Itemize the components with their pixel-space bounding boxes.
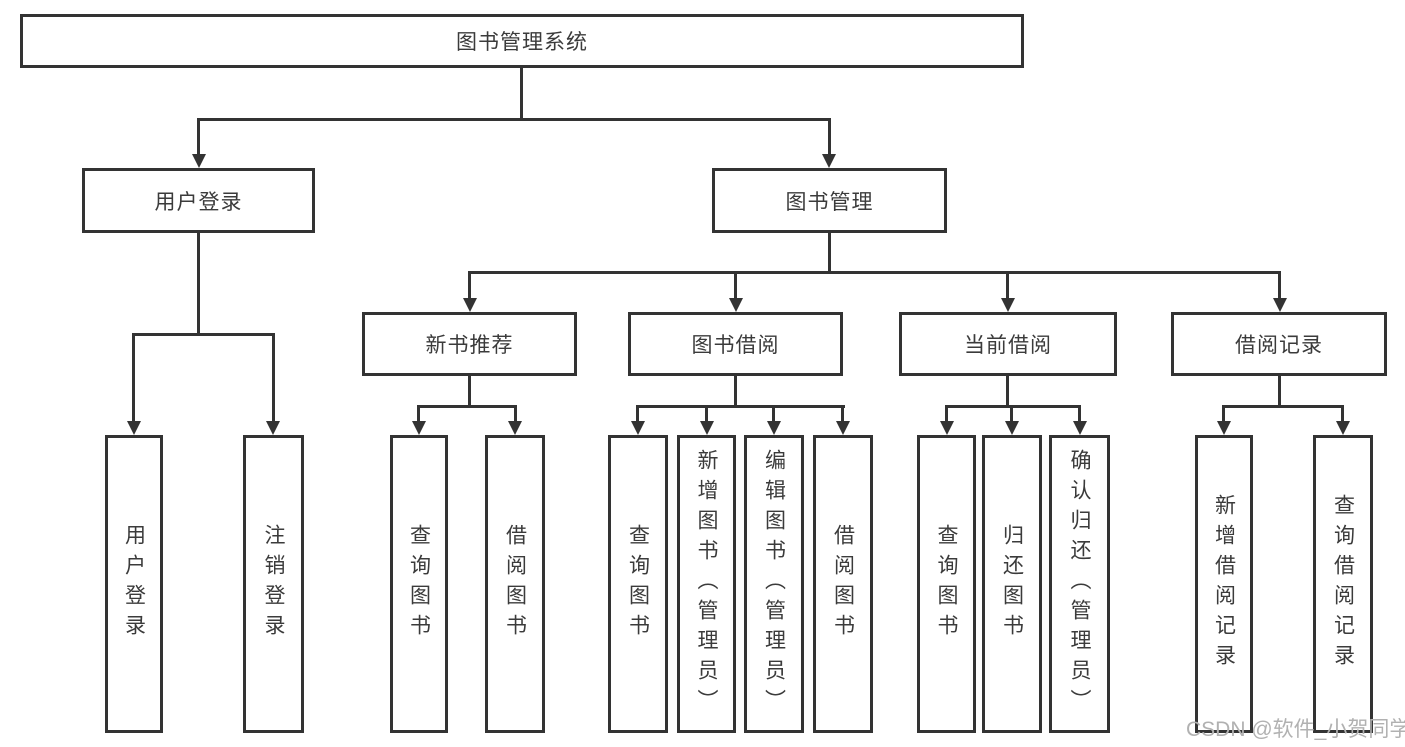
connector-line bbox=[1278, 271, 1281, 299]
leaf-query-books-borrowing-label: 查询图书 bbox=[626, 524, 650, 644]
connector-line bbox=[468, 271, 1281, 274]
leaf-borrow-books-borrowing: 借阅图书 bbox=[813, 435, 873, 733]
connector-line bbox=[841, 405, 844, 421]
leaf-borrow-books-recommend-label: 借阅图书 bbox=[503, 524, 527, 644]
arrow-down-icon bbox=[836, 421, 850, 435]
arrow-down-icon bbox=[631, 421, 645, 435]
connector-line bbox=[734, 271, 737, 299]
connector-line bbox=[1010, 405, 1013, 421]
connector-line bbox=[734, 376, 737, 407]
leaf-user-login-label: 用户登录 bbox=[122, 524, 146, 644]
connector-line bbox=[772, 405, 775, 421]
connector-line bbox=[520, 68, 523, 118]
arrow-down-icon bbox=[700, 421, 714, 435]
connector-line bbox=[1341, 405, 1344, 421]
leaf-edit-book-admin-label: 编辑图书（管理员） bbox=[762, 449, 786, 719]
arrow-down-icon bbox=[508, 421, 522, 435]
leaf-add-book-admin: 新增图书（管理员） bbox=[677, 435, 736, 733]
node-library-system-label: 图书管理系统 bbox=[456, 31, 588, 54]
node-book-borrowing: 图书借阅 bbox=[628, 312, 843, 376]
connector-line bbox=[468, 376, 471, 407]
arrow-down-icon bbox=[940, 421, 954, 435]
connector-line bbox=[1222, 405, 1344, 408]
connector-line bbox=[636, 405, 845, 408]
leaf-query-books-borrowing: 查询图书 bbox=[608, 435, 668, 733]
arrow-down-icon bbox=[463, 298, 477, 312]
connector-line bbox=[132, 333, 135, 421]
arrow-down-icon bbox=[1217, 421, 1231, 435]
leaf-borrow-books-borrowing-label: 借阅图书 bbox=[831, 524, 855, 644]
node-book-management-label: 图书管理 bbox=[785, 190, 874, 214]
node-borrow-records-label: 借阅记录 bbox=[1235, 334, 1323, 357]
leaf-add-book-admin-label: 新增图书（管理员） bbox=[695, 449, 718, 719]
leaf-return-book-label: 归还图书 bbox=[1000, 524, 1024, 644]
leaf-user-login: 用户登录 bbox=[105, 435, 163, 733]
arrow-down-icon bbox=[412, 421, 426, 435]
node-current-borrowing-label: 当前借阅 bbox=[964, 334, 1052, 357]
connector-line bbox=[197, 118, 200, 156]
connector-line bbox=[1278, 376, 1281, 407]
arrow-down-icon bbox=[266, 421, 280, 435]
leaf-logout-label: 注销登录 bbox=[262, 524, 285, 644]
leaf-add-borrow-record: 新增借阅记录 bbox=[1195, 435, 1253, 733]
leaf-query-books-recommend-label: 查询图书 bbox=[407, 524, 431, 644]
arrow-down-icon bbox=[192, 154, 206, 168]
connector-line bbox=[132, 333, 275, 336]
leaf-confirm-return-admin: 确认归还（管理员） bbox=[1049, 435, 1110, 733]
node-new-book-recommend: 新书推荐 bbox=[362, 312, 577, 376]
leaf-query-books-current: 查询图书 bbox=[917, 435, 976, 733]
connector-line bbox=[272, 333, 275, 421]
connector-line bbox=[705, 405, 708, 421]
leaf-edit-book-admin: 编辑图书（管理员） bbox=[744, 435, 804, 733]
connector-line bbox=[1006, 271, 1009, 299]
leaf-query-borrow-record: 查询借阅记录 bbox=[1313, 435, 1373, 733]
connector-line bbox=[1006, 376, 1009, 407]
connector-line bbox=[468, 271, 471, 299]
leaf-logout: 注销登录 bbox=[243, 435, 304, 733]
node-book-borrowing-label: 图书借阅 bbox=[691, 334, 780, 357]
arrow-down-icon bbox=[1001, 298, 1015, 312]
arrow-down-icon bbox=[1005, 421, 1019, 435]
connector-line bbox=[514, 405, 517, 421]
connector-line bbox=[828, 233, 831, 273]
node-library-system: 图书管理系统 bbox=[20, 14, 1024, 68]
arrow-down-icon bbox=[729, 298, 743, 312]
leaf-query-books-recommend: 查询图书 bbox=[390, 435, 448, 733]
node-borrow-records: 借阅记录 bbox=[1171, 312, 1387, 376]
leaf-query-borrow-record-label: 查询借阅记录 bbox=[1331, 494, 1355, 674]
leaf-borrow-books-recommend: 借阅图书 bbox=[485, 435, 545, 733]
connector-line bbox=[1222, 405, 1225, 421]
connector-line bbox=[828, 118, 831, 156]
connector-line bbox=[417, 405, 517, 408]
node-new-book-recommend-label: 新书推荐 bbox=[425, 334, 514, 357]
arrow-down-icon bbox=[127, 421, 141, 435]
leaf-confirm-return-admin-label: 确认归还（管理员） bbox=[1068, 449, 1091, 719]
leaf-add-borrow-record-label: 新增借阅记录 bbox=[1212, 494, 1236, 674]
arrow-down-icon bbox=[767, 421, 781, 435]
arrow-down-icon bbox=[822, 154, 836, 168]
connector-line bbox=[945, 405, 1081, 408]
leaf-query-books-current-label: 查询图书 bbox=[935, 524, 958, 644]
node-user-login: 用户登录 bbox=[82, 168, 315, 233]
leaf-return-book: 归还图书 bbox=[982, 435, 1042, 733]
connector-line bbox=[197, 118, 831, 121]
node-book-management: 图书管理 bbox=[712, 168, 947, 233]
connector-line bbox=[945, 405, 948, 421]
connector-line bbox=[417, 405, 420, 421]
arrow-down-icon bbox=[1336, 421, 1350, 435]
arrow-down-icon bbox=[1273, 298, 1287, 312]
node-user-login-label: 用户登录 bbox=[154, 190, 243, 214]
arrow-down-icon bbox=[1073, 421, 1087, 435]
connector-line bbox=[1078, 405, 1081, 421]
csdn-watermark: CSDN @软件_小贺同学 bbox=[1186, 718, 1405, 741]
node-current-borrowing: 当前借阅 bbox=[899, 312, 1117, 376]
connector-line bbox=[197, 233, 200, 336]
connector-line bbox=[636, 405, 639, 421]
